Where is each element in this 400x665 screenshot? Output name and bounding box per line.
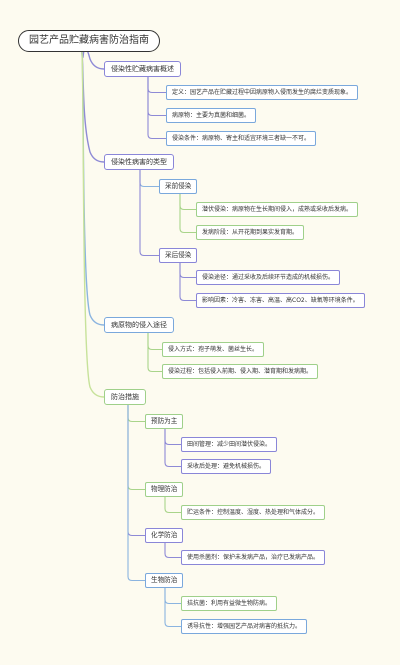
preharvest-item-stage[interactable]: 发病阶段：从开花期到果实发育期。 bbox=[196, 225, 305, 240]
connector bbox=[179, 263, 196, 302]
overview-item-conditions[interactable]: 侵染条件：病原物、寄主和适宜环境三者缺一不可。 bbox=[166, 131, 317, 146]
prevention-item-postharvest[interactable]: 采收后处理：避免机械损伤。 bbox=[181, 459, 272, 474]
connector bbox=[164, 429, 181, 468]
connector bbox=[127, 405, 145, 582]
biological-item-resistance[interactable]: 诱导抗性：增强园艺产品对病害的抵抗力。 bbox=[181, 619, 308, 634]
postharvest-item-factors[interactable]: 影响因素：冷害、冻害、高温、高CO2、缺氧等环境条件。 bbox=[196, 293, 365, 308]
connector bbox=[81, 51, 105, 326]
connector bbox=[139, 170, 159, 188]
control-chemical[interactable]: 化学防治 bbox=[145, 528, 184, 543]
preharvest-item-latent[interactable]: 潜伏侵染：病原物在生长期间侵入，成熟或采收后发病。 bbox=[196, 202, 359, 217]
connector bbox=[164, 588, 181, 605]
connector bbox=[147, 77, 166, 117]
connector bbox=[147, 333, 162, 373]
connector bbox=[139, 170, 159, 257]
type-postharvest[interactable]: 采后侵染 bbox=[159, 248, 198, 263]
section-infection-routes[interactable]: 病原物的侵入途径 bbox=[104, 317, 174, 333]
control-physical[interactable]: 物理防治 bbox=[145, 482, 184, 497]
connector bbox=[147, 333, 162, 351]
connector bbox=[127, 405, 145, 537]
connector bbox=[179, 194, 196, 234]
connector bbox=[164, 429, 181, 446]
section-types[interactable]: 侵染性病害的类型 bbox=[104, 154, 174, 170]
connector bbox=[81, 51, 105, 163]
routes-item-process[interactable]: 侵染过程：包括侵入前期、侵入期、潜育期和发病期。 bbox=[162, 364, 319, 379]
biological-item-antagonist[interactable]: 拮抗菌：利用有益微生物防病。 bbox=[181, 596, 278, 611]
section-overview[interactable]: 侵染性贮藏病害概述 bbox=[104, 61, 181, 77]
connector bbox=[164, 588, 181, 628]
mind-map-root[interactable]: 园艺产品贮藏病害防治指南 bbox=[18, 30, 160, 52]
connector bbox=[179, 194, 196, 211]
connector bbox=[147, 77, 166, 140]
connector bbox=[127, 405, 145, 423]
prevention-item-field[interactable]: 田间管理：减少田间潜伏侵染。 bbox=[181, 437, 278, 452]
routes-item-method[interactable]: 侵入方式：孢子萌发、菌丝生长。 bbox=[162, 342, 265, 357]
overview-item-pathogen[interactable]: 病原物：主要为真菌和细菌。 bbox=[166, 108, 257, 123]
physical-item-storage[interactable]: 贮运条件：控制温度、湿度、热处理和气体成分。 bbox=[181, 505, 326, 520]
postharvest-item-route[interactable]: 侵染途径：通过采收及后续环节造成的机械损伤。 bbox=[196, 270, 341, 285]
connector bbox=[179, 263, 196, 279]
overview-item-definition[interactable]: 定义：园艺产品在贮藏过程中因病原物入侵而发生的腐烂变质现象。 bbox=[166, 85, 359, 100]
control-prevention[interactable]: 预防为主 bbox=[145, 414, 184, 429]
chemical-item-fungicide[interactable]: 使用杀菌剂：保护未发病产品，治疗已发病产品。 bbox=[181, 550, 326, 565]
connector bbox=[127, 405, 145, 491]
control-biological[interactable]: 生物防治 bbox=[145, 573, 184, 588]
connector bbox=[81, 51, 105, 398]
section-control[interactable]: 防治措施 bbox=[104, 389, 146, 405]
type-preharvest[interactable]: 采前侵染 bbox=[159, 179, 198, 194]
connector bbox=[164, 497, 181, 514]
connector bbox=[164, 543, 181, 559]
connector bbox=[147, 77, 166, 94]
